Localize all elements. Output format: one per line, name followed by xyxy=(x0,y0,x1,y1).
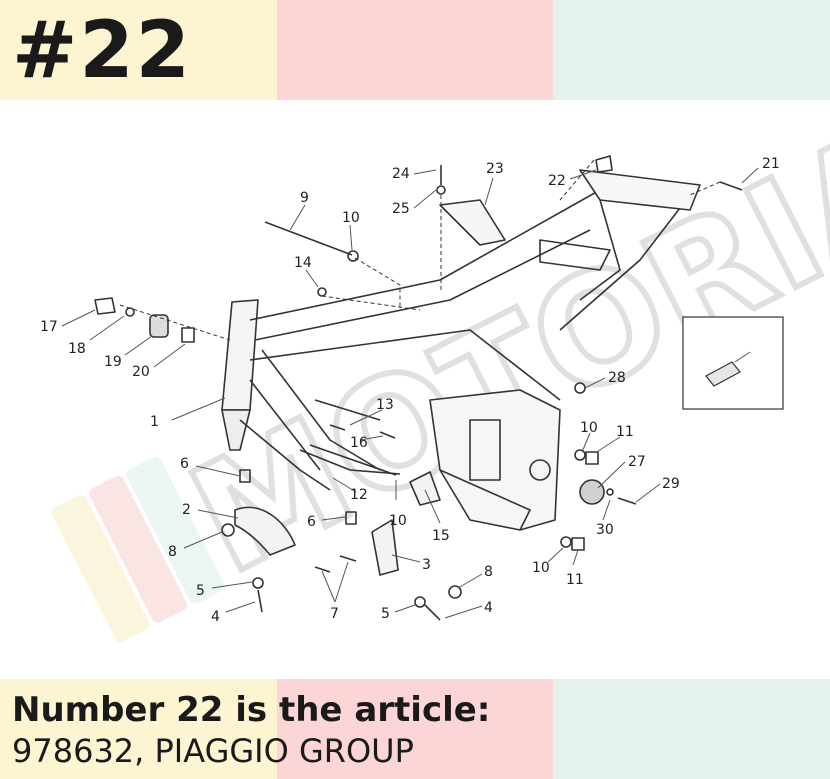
callout-3: 3 xyxy=(422,557,431,573)
band-segment-pink xyxy=(276,679,554,779)
callout-8: 8 xyxy=(484,564,493,580)
callout-10: 10 xyxy=(580,420,598,436)
callout-11: 11 xyxy=(566,572,584,588)
callout-21: 21 xyxy=(762,156,780,172)
callout-10: 10 xyxy=(532,560,550,576)
callout-5: 5 xyxy=(196,583,205,599)
callout-2: 2 xyxy=(182,502,191,518)
header-band xyxy=(0,0,830,100)
footer-band xyxy=(0,679,830,779)
footer-article-heading: Number 22 is the article: xyxy=(12,690,491,730)
inset-part-26 xyxy=(682,316,784,410)
callout-4: 4 xyxy=(211,609,220,625)
callout-17: 17 xyxy=(40,319,58,335)
callout-10: 10 xyxy=(342,210,360,226)
callout-labels: 1 2 3 4 4 5 5 6 6 7 8 8 9 10 10 10 10 11… xyxy=(40,156,780,625)
callout-1: 1 xyxy=(150,414,159,430)
band-segment-yellow xyxy=(0,0,277,100)
callout-9: 9 xyxy=(300,190,309,206)
leader-lines xyxy=(61,167,759,619)
callout-4: 4 xyxy=(484,600,493,616)
band-segment-pink xyxy=(276,0,554,100)
callout-30: 30 xyxy=(596,522,614,538)
callout-28: 28 xyxy=(608,370,626,386)
callout-13: 13 xyxy=(376,397,394,413)
callout-27: 27 xyxy=(628,454,646,470)
page-title: #22 xyxy=(12,6,192,96)
callout-16: 16 xyxy=(350,435,368,451)
footer-article-number: 978632, PIAGGIO GROUP xyxy=(12,732,414,770)
callout-8: 8 xyxy=(168,544,177,560)
callout-7: 7 xyxy=(330,606,339,622)
callout-18: 18 xyxy=(68,341,86,357)
callout-19: 19 xyxy=(104,354,122,370)
frame-line-art xyxy=(94,155,743,621)
callout-10: 10 xyxy=(389,513,407,529)
callout-15: 15 xyxy=(432,528,450,544)
band-segment-mint xyxy=(553,0,830,100)
band-segment-mint xyxy=(553,679,830,779)
frame-parts-diagram: MOTORIA xyxy=(40,100,830,642)
callout-22: 22 xyxy=(548,173,566,189)
callout-12: 12 xyxy=(350,487,368,503)
callout-25: 25 xyxy=(392,201,410,217)
callout-14: 14 xyxy=(294,255,312,271)
callout-6: 6 xyxy=(307,514,316,530)
callout-11: 11 xyxy=(616,424,634,440)
callout-5: 5 xyxy=(381,606,390,622)
band-segment-yellow xyxy=(0,679,277,779)
callout-24: 24 xyxy=(392,166,410,182)
callout-23: 23 xyxy=(486,161,504,177)
callout-29: 29 xyxy=(662,476,680,492)
callout-20: 20 xyxy=(132,364,150,380)
callout-6: 6 xyxy=(180,456,189,472)
